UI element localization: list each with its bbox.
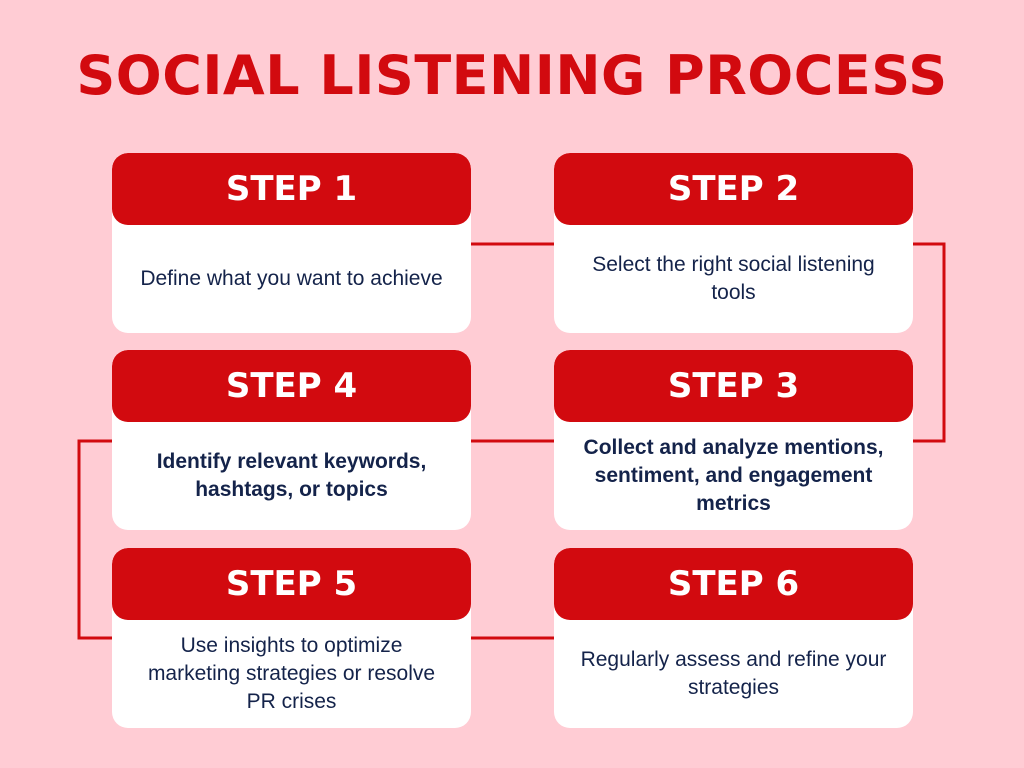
step-card-5: STEP 5 Use insights to optimize marketin… [112,548,471,728]
step-description: Select the right social listening tools [592,253,875,304]
step-header: STEP 3 [554,350,913,422]
step-card-2: STEP 2 Select the right social listening… [554,153,913,333]
step-header: STEP 1 [112,153,471,225]
step-description: Regularly assess and refine your strateg… [580,648,887,699]
step-header: STEP 5 [112,548,471,620]
step-description: Define what you want to achieve [140,267,443,290]
page-title: SOCIAL LISTENING PROCESS [76,44,948,107]
step-description: Use insights to optimize marketing strat… [147,634,436,713]
step-card-3: STEP 3 Collect and analyze mentions, sen… [554,350,913,530]
step-card-1: STEP 1 Define what you want to achieve [112,153,471,333]
step-description: Collect and analyze mentions, sentiment,… [583,436,884,515]
connector-step4-step5 [77,439,113,640]
step-card-4: STEP 4 Identify relevant keywords, hasht… [112,350,471,530]
step-header: STEP 4 [112,350,471,422]
step-description: Identify relevant keywords, hashtags, or… [156,450,427,501]
step-header: STEP 2 [554,153,913,225]
connector-step2-step3 [912,242,946,443]
step-header: STEP 6 [554,548,913,620]
step-card-6: STEP 6 Regularly assess and refine your … [554,548,913,728]
